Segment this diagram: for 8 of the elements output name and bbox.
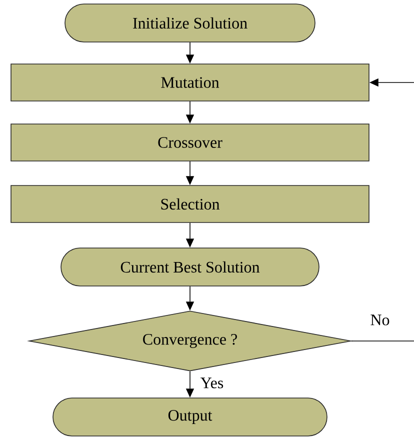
- terminal-box: Output: [52, 398, 328, 436]
- process-box: Selection: [10, 185, 370, 223]
- terminal-box: Initialize Solution: [64, 4, 316, 42]
- terminal-box: Current Best Solution: [60, 248, 320, 286]
- edge-label: No: [369, 314, 391, 326]
- edge-label: Yes: [199, 376, 225, 390]
- process-box: Crossover: [10, 124, 370, 162]
- process-box: Mutation: [10, 64, 370, 102]
